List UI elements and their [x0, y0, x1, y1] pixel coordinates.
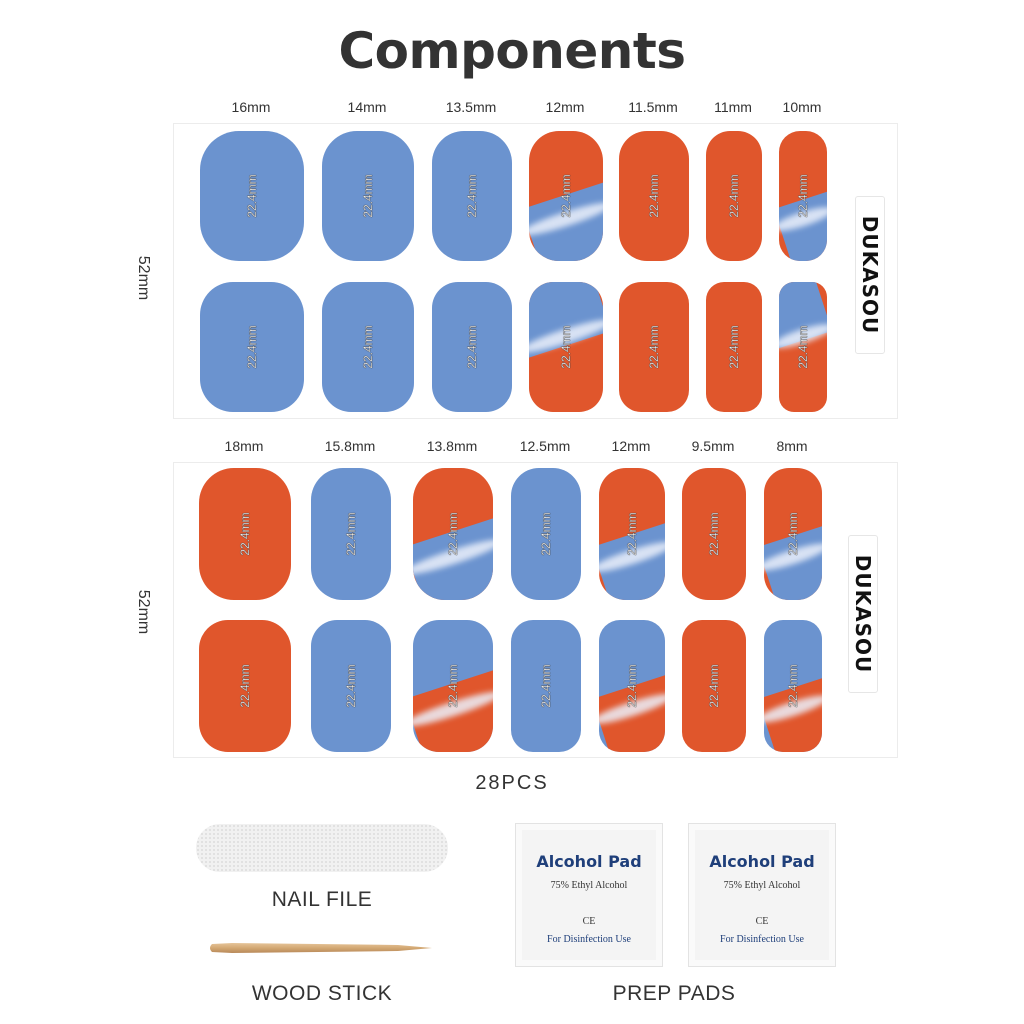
nail-sheet-2: 22.4mm 22.4mm 22.4mm 22.4mm 22.4mm 22.4mm 22.4…: [173, 462, 898, 758]
nail-length-label: 22.4mm: [238, 512, 252, 556]
press-on-nail: 22.4mm: [779, 131, 827, 261]
press-on-nail: 22.4mm: [599, 620, 665, 752]
nail-length-label: 22.4mm: [707, 512, 721, 556]
sheet-height-label: 52mm: [135, 255, 152, 301]
nail-length-label: 22.4mm: [465, 325, 479, 369]
brand-logo-text: DUKASOU: [851, 554, 875, 674]
press-on-nail: 22.4mm: [599, 468, 665, 600]
pad-ce-mark: CE: [755, 916, 769, 927]
nail-length-label: 22.4mm: [465, 174, 479, 218]
nail-size-label: 8mm: [776, 438, 808, 454]
nail-length-label: 22.4mm: [361, 325, 375, 369]
press-on-nail: 22.4mm: [413, 468, 493, 600]
nail-length-label: 22.4mm: [539, 512, 553, 556]
nail-size-label: 11mm: [714, 99, 752, 115]
press-on-nail: 22.4mm: [200, 282, 304, 412]
press-on-nail: 22.4mm: [764, 620, 822, 752]
pad-subtitle: 75% Ethyl Alcohol: [550, 880, 628, 891]
nail-length-label: 22.4mm: [539, 664, 553, 708]
pad-ce-mark: CE: [582, 916, 596, 927]
nail-length-label: 22.4mm: [245, 325, 259, 369]
brand-tag: DUKASOU: [848, 535, 878, 693]
wood-stick-label: WOOD STICK: [251, 982, 393, 1005]
press-on-nail: 22.4mm: [311, 620, 391, 752]
nail-size-label: 12.5mm: [519, 438, 571, 454]
pad-use-text: For Disinfection Use: [547, 934, 631, 945]
nail-length-label: 22.4mm: [625, 512, 639, 556]
nail-length-label: 22.4mm: [559, 174, 573, 218]
nail-file-label: NAIL FILE: [271, 888, 373, 911]
nail-length-label: 22.4mm: [707, 664, 721, 708]
press-on-nail: 22.4mm: [199, 468, 291, 600]
press-on-nail: 22.4mm: [322, 282, 414, 412]
prep-pads-label: PREP PADS: [612, 982, 736, 1005]
pad-title: Alcohol Pad: [536, 852, 642, 871]
nail-length-label: 22.4mm: [245, 174, 259, 218]
sheet-height-label: 52mm: [135, 589, 152, 635]
nail-size-label: 9.5mm: [691, 438, 735, 454]
nail-size-label: 11.5mm: [628, 99, 678, 115]
pad-use-text: For Disinfection Use: [720, 934, 804, 945]
press-on-nail: 22.4mm: [413, 620, 493, 752]
press-on-nail: 22.4mm: [432, 131, 512, 261]
pad-subtitle: 75% Ethyl Alcohol: [723, 880, 801, 891]
wood-stick-image: [210, 943, 432, 953]
nail-sheet-1: 22.4mm 22.4mm 22.4mm 22.4mm 22.4mm 22.4mm 22.4…: [173, 123, 898, 419]
press-on-nail: 22.4mm: [511, 620, 581, 752]
nail-length-label: 22.4mm: [727, 174, 741, 218]
press-on-nail: 22.4mm: [706, 282, 762, 412]
nail-size-label: 14mm: [347, 99, 387, 115]
press-on-nail: 22.4mm: [764, 468, 822, 600]
brand-tag: DUKASOU: [855, 196, 885, 354]
nail-size-label: 16mm: [231, 99, 271, 115]
page-title: Components: [338, 22, 686, 80]
press-on-nail: 22.4mm: [322, 131, 414, 261]
alcohol-pad-1: Alcohol Pad 75% Ethyl Alcohol CE For Dis…: [515, 823, 663, 967]
nail-length-label: 22.4mm: [446, 664, 460, 708]
nail-length-label: 22.4mm: [786, 664, 800, 708]
nail-size-label: 12mm: [545, 99, 585, 115]
press-on-nail: 22.4mm: [529, 282, 603, 412]
nail-length-label: 22.4mm: [786, 512, 800, 556]
brand-logo-text: DUKASOU: [858, 215, 882, 335]
press-on-nail: 22.4mm: [682, 468, 746, 600]
nail-size-label: 12mm: [611, 438, 651, 454]
nail-length-label: 22.4mm: [559, 325, 573, 369]
nail-length-label: 22.4mm: [344, 512, 358, 556]
nail-length-label: 22.4mm: [446, 512, 460, 556]
nail-size-label: 18mm: [224, 438, 264, 454]
alcohol-pad-2: Alcohol Pad 75% Ethyl Alcohol CE For Dis…: [688, 823, 836, 967]
nail-length-label: 22.4mm: [361, 174, 375, 218]
press-on-nail: 22.4mm: [779, 282, 827, 412]
press-on-nail: 22.4mm: [619, 282, 689, 412]
nail-file-image: [196, 824, 448, 872]
nail-length-label: 22.4mm: [238, 664, 252, 708]
nail-length-label: 22.4mm: [796, 325, 810, 369]
piece-count: 28PCS: [475, 772, 549, 794]
pad-title: Alcohol Pad: [709, 852, 815, 871]
press-on-nail: 22.4mm: [432, 282, 512, 412]
press-on-nail: 22.4mm: [511, 468, 581, 600]
nail-length-label: 22.4mm: [727, 325, 741, 369]
nail-length-label: 22.4mm: [647, 174, 661, 218]
press-on-nail: 22.4mm: [200, 131, 304, 261]
nail-length-label: 22.4mm: [796, 174, 810, 218]
nail-length-label: 22.4mm: [625, 664, 639, 708]
press-on-nail: 22.4mm: [706, 131, 762, 261]
nail-length-label: 22.4mm: [647, 325, 661, 369]
press-on-nail: 22.4mm: [682, 620, 746, 752]
press-on-nail: 22.4mm: [619, 131, 689, 261]
press-on-nail: 22.4mm: [529, 131, 603, 261]
nail-size-label: 13.5mm: [445, 99, 497, 115]
nail-size-label: 15.8mm: [324, 438, 376, 454]
nail-size-label: 13.8mm: [426, 438, 478, 454]
press-on-nail: 22.4mm: [199, 620, 291, 752]
nail-size-label: 10mm: [782, 99, 822, 115]
press-on-nail: 22.4mm: [311, 468, 391, 600]
nail-length-label: 22.4mm: [344, 664, 358, 708]
